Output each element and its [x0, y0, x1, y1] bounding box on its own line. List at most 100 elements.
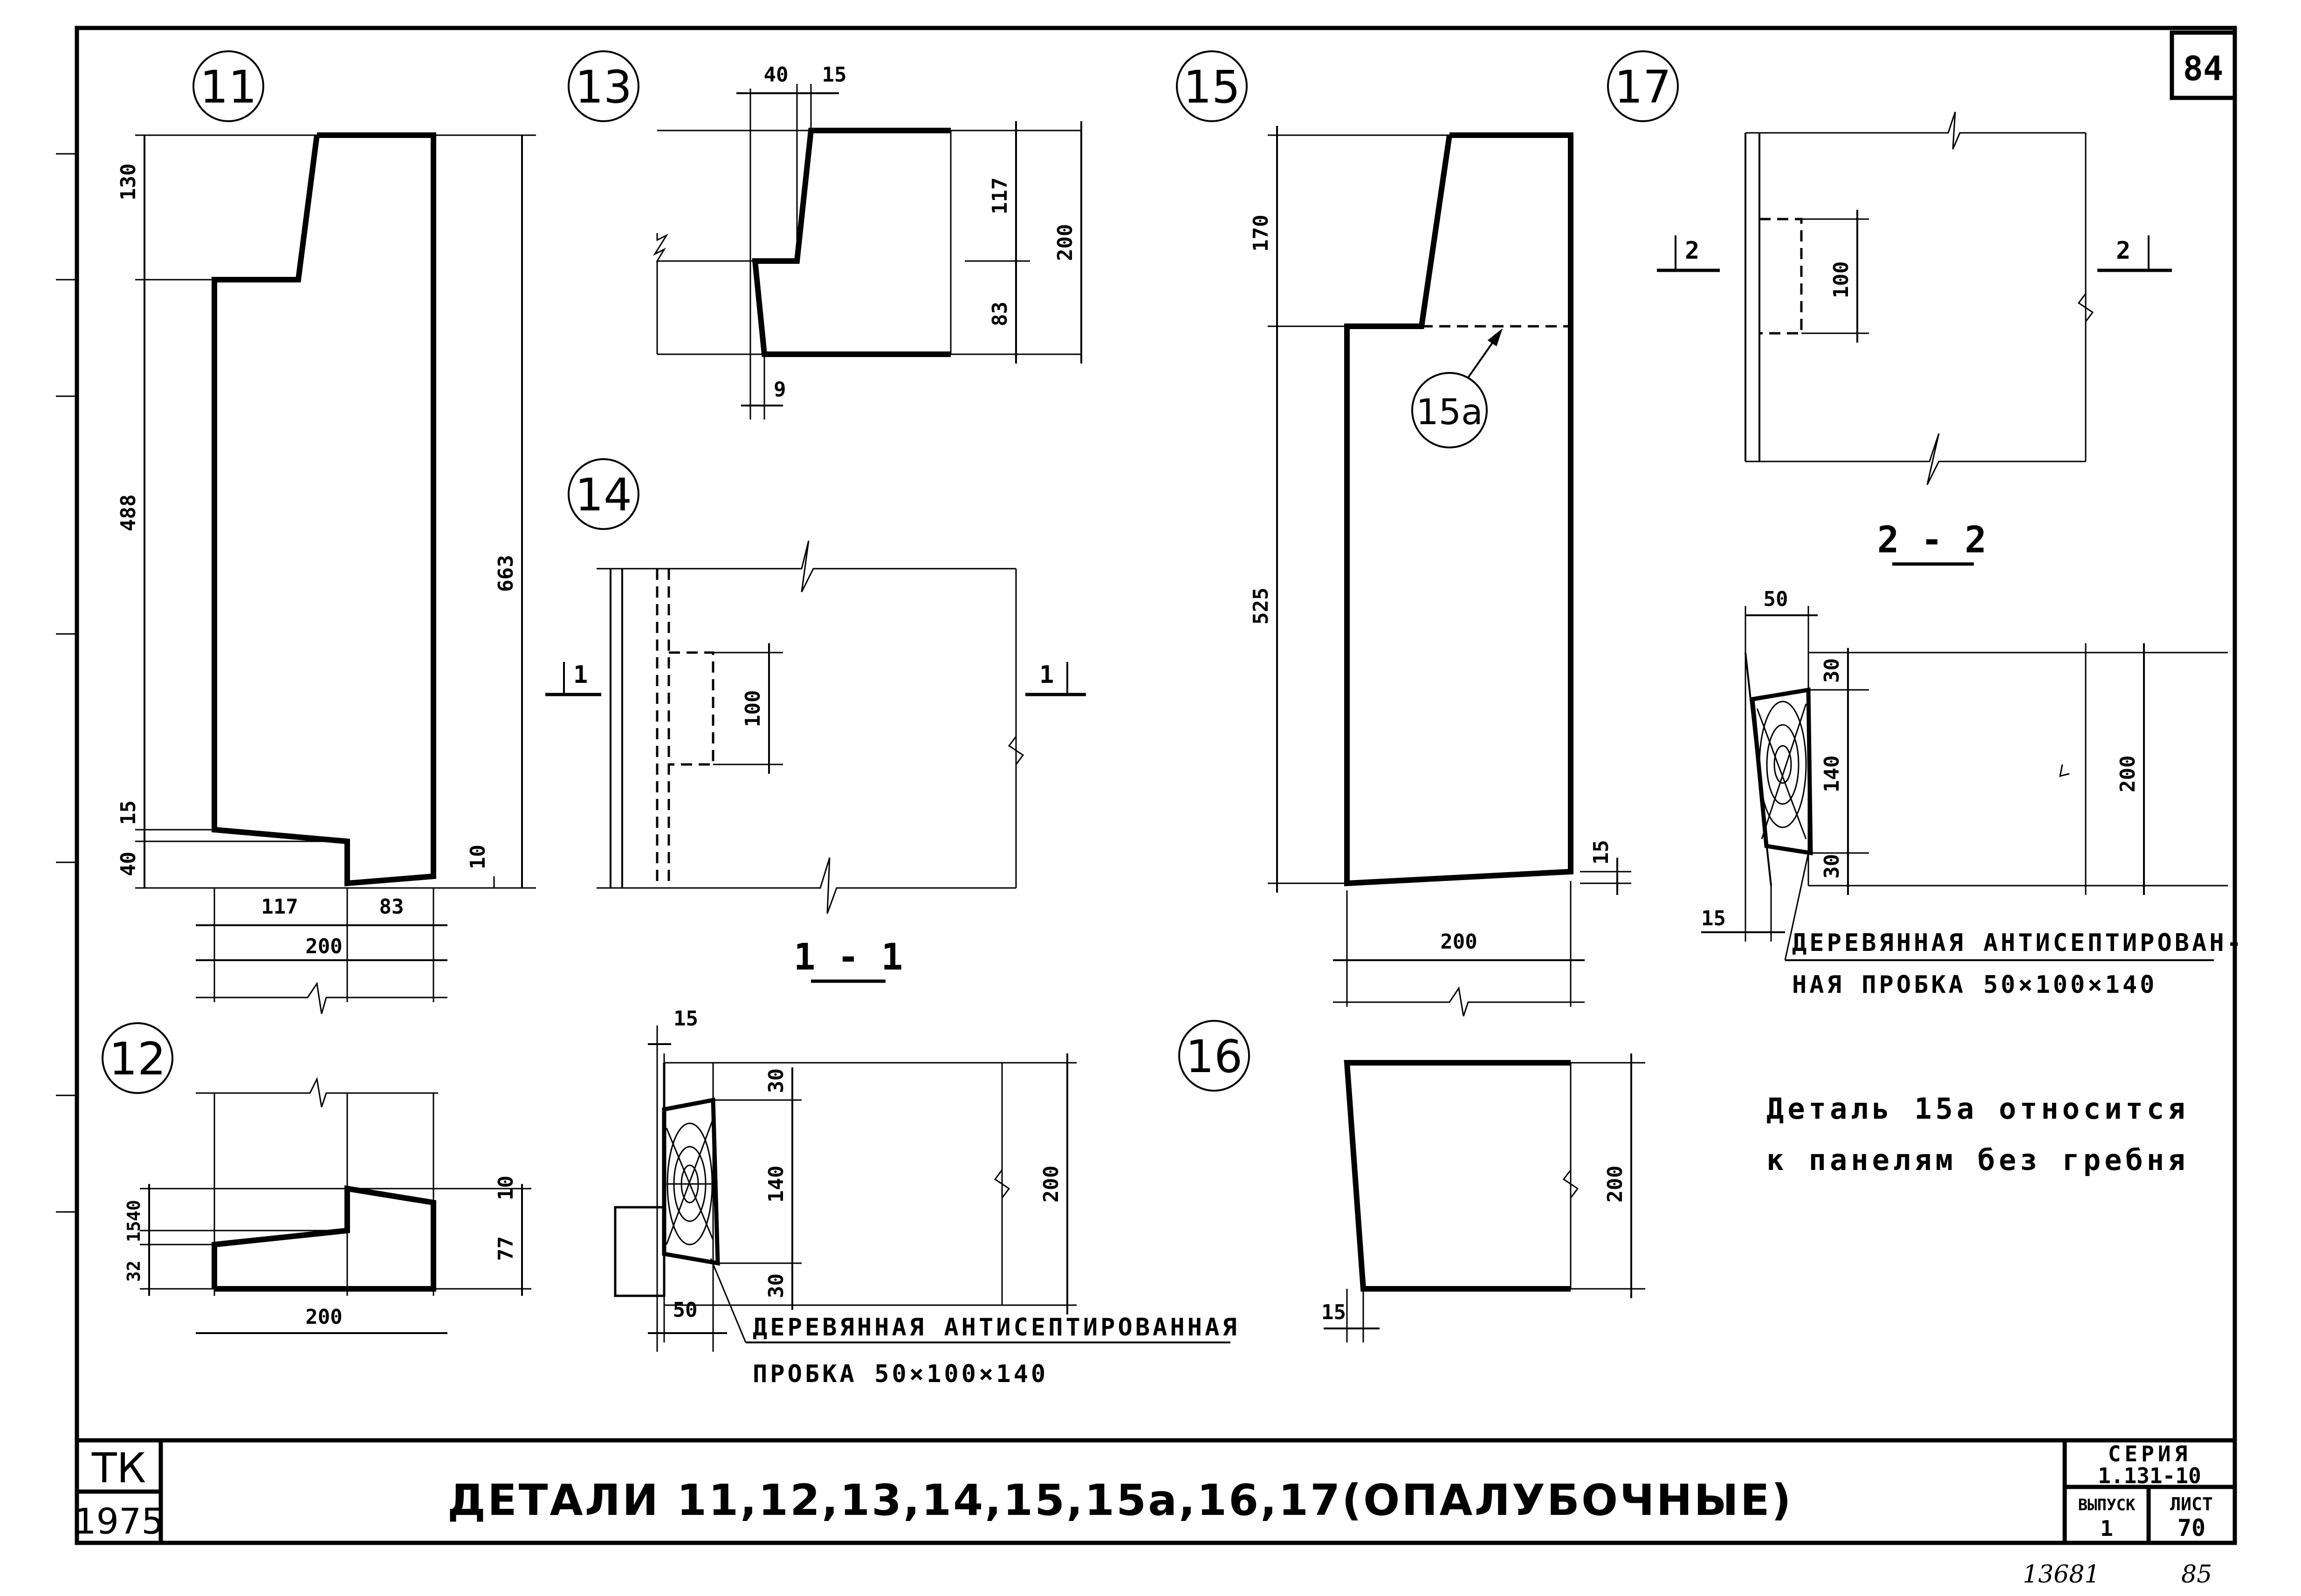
section-1-1: 15 30 140 30 200 50 ДЕРЕВЯННАЯ АНТИСЕПТИ… — [614, 1007, 1240, 1388]
detail-17-label: 17 — [1614, 61, 1671, 113]
dim-30: 30 — [764, 1068, 788, 1093]
dim-200: 200 — [2116, 756, 2140, 792]
dim-15: 15 — [1701, 907, 1726, 930]
dim-15: 15 — [1589, 840, 1613, 865]
dim-200: 200 — [1039, 1166, 1063, 1203]
detail-15: 15 170 525 15a 15 200 — [1176, 50, 1631, 1017]
corner-number-box — [2170, 30, 2237, 100]
detail-15-marker — [1176, 50, 1248, 122]
dim-30: 30 — [764, 1273, 788, 1298]
dim-130: 130 — [117, 164, 140, 200]
dim-15: 15 — [1321, 1300, 1346, 1324]
dim-140: 140 — [1820, 756, 1844, 792]
detail-15-profile — [1344, 132, 1573, 887]
detail-11-profile — [212, 132, 436, 887]
org-code: ТК — [91, 1444, 146, 1492]
dim-9: 9 — [774, 378, 786, 401]
dim-32: 32 — [124, 1260, 144, 1282]
sheet-value: 70 — [2177, 1514, 2205, 1541]
dim-200: 200 — [1053, 224, 1077, 261]
dim-40: 40 — [124, 1200, 144, 1221]
detail-13-label: 13 — [575, 61, 632, 113]
dim-40: 40 — [764, 63, 789, 87]
detail-15a-label: 15a — [1416, 391, 1483, 433]
detail-12-marker — [102, 1022, 173, 1094]
dim-15: 15 — [124, 1221, 144, 1242]
dim-525: 525 — [1249, 588, 1273, 625]
issue-value: 1 — [2100, 1516, 2113, 1541]
title-block: ТК 1975 ДЕТАЛИ 11,12,13,14,15,15а,16,17(… — [74, 1438, 2235, 1543]
plug-note-2-line1: ДЕРЕВЯННАЯ АНТИСЕПТИРОВАН- — [1792, 929, 2244, 957]
detail-11: 11 130 488 663 15 40 10 117 83 200 — [117, 50, 536, 1014]
page-number: 85 — [2181, 1561, 2212, 1589]
detail-13-marker — [568, 50, 639, 122]
dim-77: 77 — [494, 1236, 518, 1261]
issue-label: ВЫПУСК — [2078, 1496, 2136, 1514]
detail-16: 16 200 15 — [1178, 1020, 1645, 1342]
detail-16-marker — [1178, 1020, 1250, 1092]
detail-12: 12 40 15 32 10 77 200 — [102, 1022, 531, 1334]
series-label: СЕРИЯ — [2108, 1441, 2191, 1466]
section-mark-1-right: 1 — [1039, 661, 1057, 689]
dim-83: 83 — [988, 302, 1012, 326]
dim-15: 15 — [673, 1007, 698, 1031]
wood-grain-1 — [666, 1118, 715, 1245]
series-value: 1.131-10 — [2098, 1463, 2201, 1488]
wood-grain-2 — [1756, 701, 1807, 839]
section-2-2: 50 30 140 30 200 15 ДЕРЕВЯННАЯ АНТИСЕПТИ… — [1701, 587, 2244, 999]
dim-30: 30 — [1820, 854, 1844, 879]
dim-170: 170 — [1249, 215, 1273, 252]
detail-16-label: 16 — [1186, 1031, 1243, 1083]
plug-note-1-line1: ДЕРЕВЯННАЯ АНТИСЕПТИРОВАННАЯ — [753, 1314, 1240, 1341]
dim-83: 83 — [379, 895, 404, 919]
detail-12-profile — [212, 1185, 436, 1292]
detail-13-profile — [752, 128, 951, 357]
detail-17-marker — [1607, 50, 1679, 122]
dim-200: 200 — [305, 935, 342, 958]
detail-13: 13 40 15 117 200 83 9 — [568, 50, 1082, 420]
dim-15: 15 — [822, 63, 847, 87]
dim-488: 488 — [117, 495, 140, 531]
detail-15-label: 15 — [1183, 61, 1240, 113]
sheet-frame — [75, 26, 2237, 1545]
section-1-1-title: 1 - 1 — [794, 936, 903, 978]
detail-11-marker — [192, 50, 264, 122]
sheet-label: ЛИСТ — [2170, 1494, 2213, 1514]
dim-663: 663 — [494, 555, 518, 592]
note-line2: к панелям без гребня — [1766, 1143, 2189, 1177]
section-mark-1-left: 1 — [573, 661, 591, 689]
detail-16-profile — [1344, 1060, 1571, 1292]
dim-100: 100 — [741, 690, 765, 727]
note: Деталь 15а относится к панелям без гребн… — [1766, 1092, 2189, 1177]
dim-100: 100 — [1829, 261, 1853, 298]
dim-140: 140 — [764, 1166, 788, 1203]
section-mark-2-left: 2 — [1685, 237, 1702, 265]
detail-15a-marker — [1411, 372, 1488, 448]
detail-14: 14 100 1 1 1 - 1 — [545, 458, 1086, 983]
dim-200: 200 — [305, 1305, 342, 1329]
dim-117: 117 — [988, 178, 1012, 214]
dim-10: 10 — [494, 1176, 518, 1200]
archive-number: 13681 — [2023, 1561, 2100, 1589]
section-mark-2-right: 2 — [2116, 237, 2133, 265]
note-line1: Деталь 15а относится — [1766, 1092, 2189, 1126]
dim-40: 40 — [117, 852, 140, 876]
dim-50: 50 — [673, 1298, 698, 1322]
plug-note-1-line2: ПРОБКА 50×100×140 — [753, 1360, 1048, 1388]
dim-30: 30 — [1820, 658, 1844, 683]
dim-117: 117 — [261, 895, 298, 919]
dim-50: 50 — [1764, 587, 1788, 611]
dim-15: 15 — [117, 800, 140, 825]
detail-12-label: 12 — [109, 1033, 166, 1085]
detail-17: 17 100 2 2 2 - 2 — [1607, 50, 2172, 566]
dim-10: 10 — [466, 845, 490, 869]
wooden-plug-1 — [662, 1097, 720, 1266]
detail-11-label: 11 — [200, 61, 257, 113]
binding-ticks — [56, 153, 77, 1213]
dim-200: 200 — [1603, 1166, 1627, 1203]
drawing-title: ДЕТАЛИ 11,12,13,14,15,15а,16,17(ОПАЛУБОЧ… — [447, 1475, 1793, 1525]
section-2-2-title: 2 - 2 — [1877, 519, 1987, 561]
corner-number: 84 — [2183, 49, 2224, 88]
detail-14-label: 14 — [575, 469, 632, 521]
